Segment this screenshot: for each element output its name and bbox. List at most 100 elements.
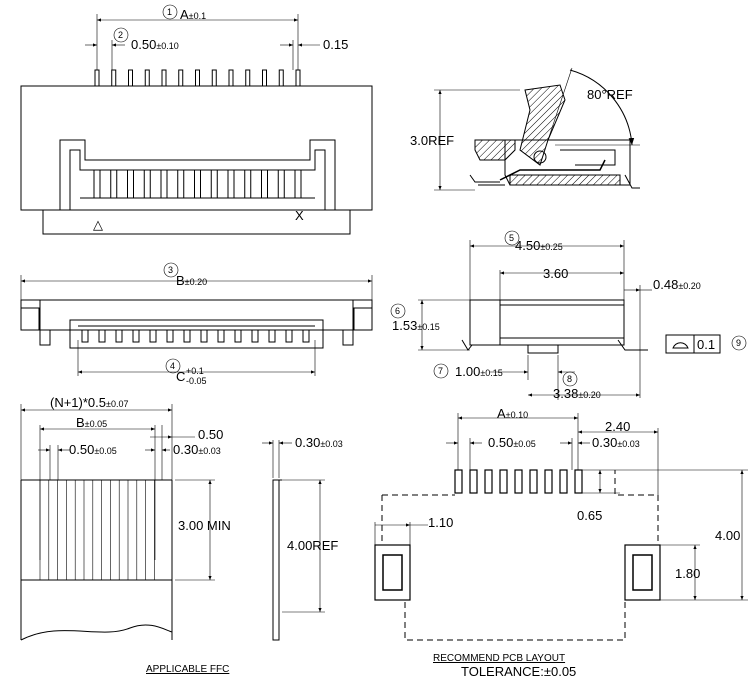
side-depth: 4.50±0.25 — [515, 238, 563, 253]
balloon-6 — [390, 303, 406, 319]
front-pin — [149, 329, 157, 343]
pcb-signal-pad — [559, 469, 568, 494]
balloon-7-label: 7 — [438, 366, 443, 376]
front-pin — [268, 329, 276, 343]
front-pin — [98, 329, 106, 343]
side-view: 5 4.50±0.25 3.60 6 1.53±0.15 0.48±0.20 0… — [390, 230, 747, 401]
front-pin — [217, 329, 225, 343]
pcb-signal-pad — [469, 469, 478, 494]
pin1-mark-icon: △ — [93, 217, 103, 232]
top-pin-tail — [262, 69, 267, 87]
top-pin-contact — [244, 169, 252, 199]
ffc-pitch: 0.50±0.05 — [69, 442, 117, 457]
balloon-1-label: 1 — [167, 7, 172, 17]
balloon-8 — [562, 371, 578, 387]
top-pin-contact — [127, 169, 134, 199]
balloon-6-label: 6 — [395, 306, 400, 316]
top-pin-contact — [261, 169, 268, 199]
top-pin-tail — [161, 69, 167, 87]
balloon-5-label: 5 — [509, 233, 514, 243]
top-pin-tail — [195, 69, 200, 87]
balloon-3 — [163, 262, 179, 278]
pcb-overall: 4.00 — [715, 528, 740, 543]
balloon-5 — [504, 230, 520, 246]
front-dim-c-tol-plus: +0.1 — [186, 366, 204, 376]
front-pin — [183, 329, 191, 343]
top-pin-contact — [227, 169, 235, 199]
top-pin-tail — [295, 69, 301, 87]
pcb-signal-pad — [484, 469, 493, 494]
pcb-signal-pad — [454, 469, 463, 494]
front-pin — [166, 329, 174, 343]
balloon-2 — [113, 27, 129, 43]
front-pin — [200, 329, 208, 343]
pcb-tolerance: TOLERANCE:±0.05 — [461, 664, 576, 679]
ffc-view: (N+1)*0.5±0.07 B±0.05 0.50±0.05 0.50 0.3… — [20, 395, 343, 675]
balloon-8-label: 8 — [567, 374, 572, 384]
top-pin-tail — [128, 69, 133, 87]
pcb-pitch: 0.50±0.05 — [488, 435, 536, 450]
side-foot: 1.00±0.15 — [455, 364, 503, 379]
top-pin-contact — [93, 169, 101, 199]
ffc-edge2: 0.30±0.03 — [173, 442, 221, 457]
top-pin-tail — [245, 69, 251, 87]
pcb-signal-pad — [574, 469, 583, 494]
top-pin-contact — [277, 169, 285, 199]
balloon-4 — [165, 358, 181, 374]
side-flatness: 0.1 — [697, 337, 715, 352]
balloon-1 — [162, 4, 178, 20]
pcb-offset: 2.40 — [605, 419, 630, 434]
top-pitch: 0.50±0.10 — [131, 37, 179, 52]
top-pin-contact — [294, 169, 302, 199]
front-pin — [234, 329, 242, 343]
side-lead: 0.48±0.20 — [653, 277, 701, 292]
front-pin — [81, 329, 89, 343]
front-pin — [285, 329, 293, 343]
top-pin-tail — [178, 69, 184, 87]
front-pin — [132, 329, 140, 343]
balloon-7 — [433, 363, 449, 379]
front-pin — [251, 329, 259, 343]
ffc-thickness: 0.30±0.03 — [295, 435, 343, 450]
ffc-stiffener: 4.00REF — [287, 538, 338, 553]
pcb-pad-w: 0.30±0.03 — [592, 435, 640, 450]
side-inner: 3.60 — [543, 266, 568, 281]
section-view: 3.0REF 80°REF — [410, 67, 640, 191]
front-pin — [302, 329, 310, 343]
pin-x-mark: X — [295, 208, 304, 223]
front-dim-b: B±0.20 — [176, 273, 207, 288]
front-view: 3 B±0.20 4 C +0.1 -0.05 — [20, 262, 373, 386]
balloon-4-label: 4 — [170, 361, 175, 371]
side-height: 1.53±0.15 — [392, 318, 440, 333]
pcb-signal-pad — [499, 469, 508, 494]
ffc-width: (N+1)*0.5±0.07 — [50, 395, 128, 410]
pcb-signal-pad — [514, 469, 523, 494]
top-pin-contact — [194, 169, 201, 199]
front-dim-c-tol-minus: -0.05 — [186, 376, 207, 386]
top-pin-contact — [143, 169, 151, 199]
top-pin-contact — [110, 169, 118, 199]
pcb-mount-w: 1.10 — [428, 515, 453, 530]
pcb-layout-view: A±0.10 0.50±0.05 0.30±0.03 2.40 0.65 1.1… — [374, 406, 748, 679]
balloon-9-label: 9 — [736, 338, 741, 348]
pcb-mount-h: 1.80 — [675, 566, 700, 581]
ffc-caption: APPLICABLE FFC — [146, 664, 229, 675]
ffc-dim-b: B±0.05 — [76, 415, 107, 430]
top-pin-contact — [177, 169, 185, 199]
pcb-signal-pad — [544, 469, 553, 494]
ffc-edge: 0.50 — [198, 427, 223, 442]
top-pin-tail — [94, 69, 100, 87]
balloon-3-label: 3 — [168, 265, 173, 275]
top-pin-contact — [160, 169, 168, 199]
side-overall: 3.38±0.20 — [553, 386, 601, 401]
top-pin-tail — [228, 69, 234, 87]
pcb-pad-len: 0.65 — [577, 508, 602, 523]
ffc-contact-len: 3.00 MIN — [178, 518, 231, 533]
section-height: 3.0REF — [410, 133, 454, 148]
top-pin-tail — [144, 69, 150, 87]
balloon-9 — [731, 335, 747, 351]
pcb-signal-pad — [529, 469, 538, 494]
top-offset-015: 0.15 — [323, 37, 348, 52]
top-pin-tail — [211, 69, 217, 87]
